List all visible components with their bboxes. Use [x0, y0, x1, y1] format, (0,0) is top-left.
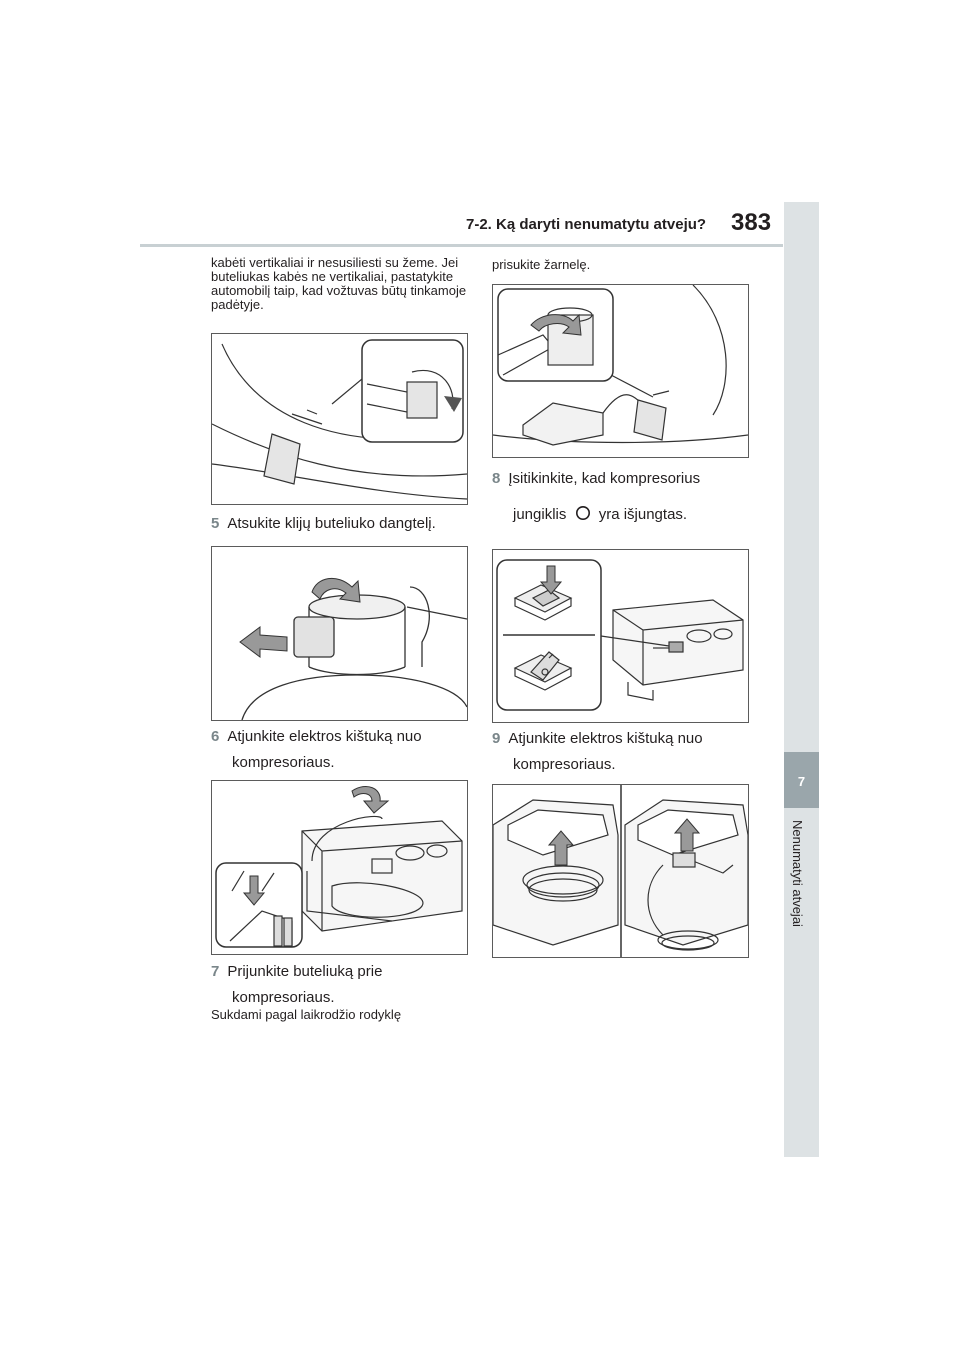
step-number: 6	[211, 728, 220, 745]
chapter-number-tab[interactable]: 7	[784, 752, 819, 808]
figure-switch-off	[492, 549, 749, 723]
step-number: 8	[492, 470, 501, 487]
step-number: 5	[211, 515, 220, 532]
step-text-line-1: Įsitikinkite, kad kompresorius	[508, 470, 701, 487]
step-7: 7 Prijunkite buteliuką prie kompresoriaus…	[211, 959, 471, 1011]
step-text-line-2: kompresoriaus.	[232, 989, 335, 1006]
step-6: 6 Atjunkite elektros kištuką nuo kompreso…	[211, 724, 471, 776]
step-number: 9	[492, 730, 501, 747]
switch-off-icon	[575, 504, 591, 530]
step-text-before-icon: jungiklis	[513, 506, 567, 523]
note-text: Sukdami pagal laikrodžio rodyklę	[211, 1007, 402, 1022]
figure-unplug-compressor	[211, 780, 468, 955]
step-number: 7	[211, 963, 220, 980]
step-text-line-1: Atjunkite elektros kištuką nuo	[227, 728, 422, 745]
step-text-line-1: Prijunkite buteliuką prie	[227, 963, 383, 980]
figure-remove-cap	[211, 546, 468, 721]
section-title: 7-2. Ką daryti nenumatytu atveju?	[466, 216, 707, 233]
step-text-after-icon: yra išjungtas.	[598, 506, 688, 523]
side-tab	[784, 202, 819, 1157]
step-9: 9 Atjunkite elektros kištuką nuo kompreso…	[492, 726, 752, 778]
step-text-line-2: kompresoriaus.	[513, 756, 616, 773]
step-text-line-2: kompresoriaus.	[232, 754, 335, 771]
chapter-title-tab: Nenumatyti atvejai	[790, 820, 805, 927]
step-8: 8 Įsitikinkite, kad kompresorius jungikli…	[492, 466, 752, 530]
page-number: 383	[731, 209, 772, 236]
step-5: 5 Atsukite klijų buteliuko dangtelį.	[211, 511, 471, 537]
header-rule	[140, 244, 783, 247]
intro-paragraph-right: prisukite žarnelę.	[492, 257, 591, 272]
step-text: Atsukite klijų buteliuko dangtelį.	[227, 515, 436, 532]
figure-screw-hose	[492, 284, 749, 458]
figure-take-out-cord	[492, 784, 749, 958]
intro-paragraph: kabėti vertikaliai ir nesusiliesti su že…	[211, 255, 467, 312]
figure-bottle-hanging	[211, 333, 468, 505]
step-text-line-1: Atjunkite elektros kištuką nuo	[508, 730, 703, 747]
